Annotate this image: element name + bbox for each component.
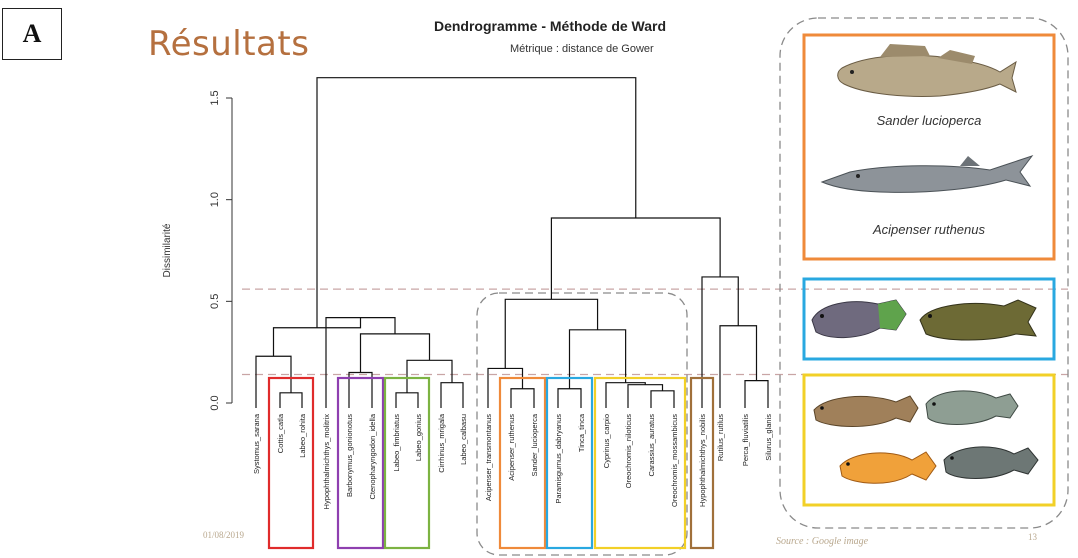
zander-fish-icon — [837, 44, 1017, 97]
dendrogram-branch — [719, 325, 758, 408]
dendrogram-tree — [255, 77, 769, 408]
yellow-species-box — [802, 373, 1056, 507]
chart-subtitle: Métrique : distance de Gower — [510, 43, 654, 55]
leaf-label: Sander_lucioperca — [530, 413, 539, 476]
dendrogram-branch — [550, 217, 721, 300]
dendrogram-branch — [627, 384, 664, 408]
footer-source: Source : Google image — [776, 536, 869, 547]
leaf-label: Hypophthalmichthys_nobilis — [698, 414, 707, 507]
leaf-label: Acipenser_ruthenus — [507, 414, 516, 481]
group-outlines — [476, 17, 1069, 556]
dendrogram-branch — [504, 298, 599, 369]
species-panel — [802, 33, 1056, 507]
leaf-label: Cyprinus_carpio — [602, 414, 611, 468]
leaf-label: Rutilus_rutilus — [716, 414, 725, 461]
dendrogram-branch — [605, 382, 646, 408]
cut-lines — [242, 288, 1068, 376]
leaf-labels: Systomus_sarana Cottis_catla Labeo_rohita H… — [252, 413, 773, 509]
tilapia-fish-icon — [811, 299, 907, 339]
species-name-acipenser: Acipenser ruthenus — [872, 222, 985, 237]
y-tick-label: 0.5 — [209, 294, 221, 309]
leaf-label: Ctenopharyngodon_idella — [368, 413, 377, 499]
chart-title: Dendrogramme - Méthode de Ward — [433, 18, 667, 34]
cluster-box-green — [383, 376, 431, 550]
dendrogram-branch — [316, 77, 637, 328]
sturgeon-fish-icon — [820, 155, 1034, 193]
leaf-label: Tinca_tinca — [577, 413, 586, 452]
dendrogram-branch — [650, 390, 675, 408]
cluster-box-brown — [689, 376, 715, 550]
cluster-box-orange — [498, 376, 547, 550]
dendrogram-branch — [255, 355, 292, 408]
orange-species-box — [802, 33, 1056, 261]
leaf-label: Paramisgurnus_dabryanus — [554, 414, 563, 504]
y-tick-label: 0.0 — [209, 395, 221, 410]
cluster-boxes — [267, 376, 715, 550]
dendrogram-branch — [279, 392, 303, 408]
y-axis-label: Dissimilarité — [162, 223, 173, 277]
blue-species-box — [802, 277, 1056, 361]
footer-date: 01/08/2019 — [203, 530, 245, 540]
dendrogram-branch — [272, 317, 362, 357]
dendrogram-branch — [510, 388, 535, 408]
cluster-box-purple — [336, 376, 385, 550]
tench-fish-icon — [919, 299, 1037, 341]
leaf-label: Acipenser_transmontanus — [484, 414, 493, 501]
leaf-label: Cirrhinus_mrigala — [437, 413, 446, 473]
goldfish-fish-icon — [839, 451, 937, 484]
leaf-label: Carassius_auratus — [647, 414, 656, 477]
cluster-box-blue — [545, 376, 594, 550]
leaf-label: Barbonymus_gonionotus — [345, 414, 354, 497]
leaf-label: Cottis_catla — [276, 413, 285, 453]
dendrogram-branch — [440, 382, 464, 408]
leaf-label: Systomus_sarana — [252, 413, 261, 474]
carp-fish-icon — [813, 395, 919, 427]
mozambique-tilapia-fish-icon — [943, 446, 1039, 479]
dendrogram-branch — [557, 388, 582, 408]
central-group-outline — [476, 292, 688, 556]
y-tick-label: 1.5 — [209, 90, 221, 105]
cluster-box-red — [267, 376, 315, 550]
dendrogram-branch — [359, 333, 431, 373]
species-panel-outline — [779, 17, 1069, 529]
tilapia-grey-fish-icon — [925, 390, 1019, 425]
slide-heading: Résultats — [148, 24, 310, 64]
dendrogram-branch — [744, 380, 769, 408]
leaf-label: Labeo_fimbriatus — [392, 414, 401, 472]
leaf-label: Labeo_calbasu — [459, 414, 468, 465]
dendrogram-branch — [568, 329, 627, 389]
species-name-sander: Sander lucioperca — [876, 113, 982, 128]
leaf-label: Labeo_rohita — [298, 413, 307, 458]
leaf-label: Silurus_glanis — [764, 414, 773, 461]
panel-label: A — [2, 8, 62, 60]
leaf-label: Oreochromis_mossambicus — [670, 414, 679, 507]
leaf-label: Oreochromis_niloticus — [624, 414, 633, 488]
cluster-box-yellow — [593, 376, 687, 550]
dendrogram-branch — [395, 392, 419, 408]
leaf-label: Perca_fluviatilis — [741, 414, 750, 466]
leaf-label: Labeo_gonius — [414, 414, 423, 461]
footer-page-number: 13 — [1028, 532, 1037, 542]
leaf-label: Hypophthalmichthys_molitrix — [322, 414, 331, 510]
y-tick-label: 1.0 — [209, 192, 221, 207]
